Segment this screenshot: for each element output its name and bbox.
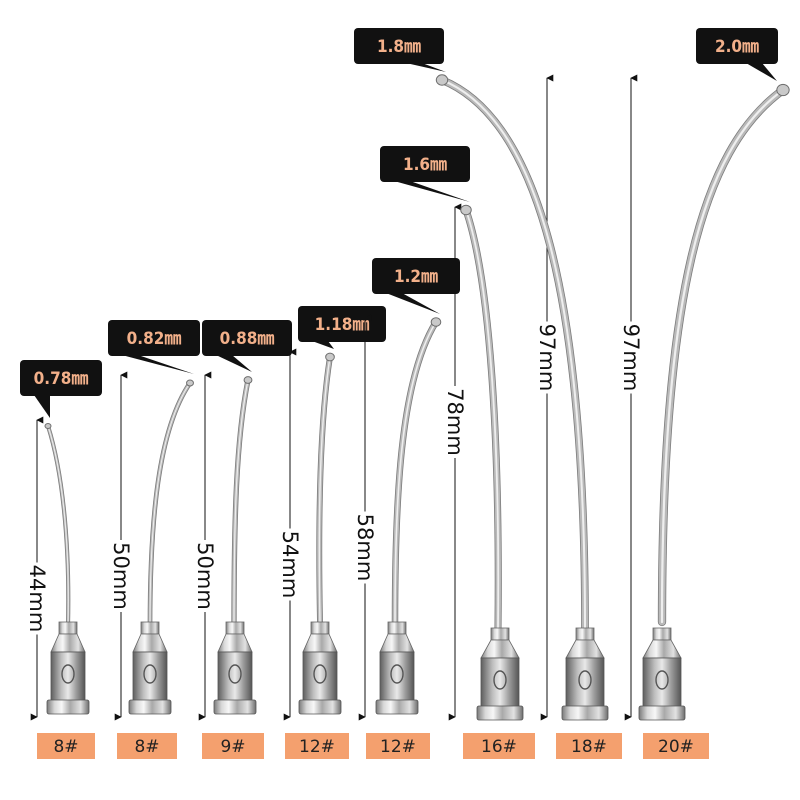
- length-label-bg: [535, 321, 559, 394]
- needle-shaft: [658, 86, 787, 626]
- gauge-label: 8#: [53, 737, 78, 757]
- needle-length-label: 50mm: [193, 542, 217, 610]
- length-label-bg: [193, 540, 217, 612]
- needle-ball-tip: [435, 74, 449, 86]
- tip-diameter-callout: 1.2㎜: [372, 258, 460, 314]
- gauge-label-bg: [643, 733, 709, 759]
- gauge-label: 12#: [299, 737, 335, 757]
- tip-diameter-callout: 2.0㎜: [696, 28, 778, 81]
- needle-1: 44mm 0.78㎜ 8#: [20, 360, 102, 759]
- hub-engraving: [578, 670, 592, 690]
- length-label-bg: [109, 540, 133, 612]
- needle-hub: [213, 621, 257, 715]
- tip-diameter-label: 1.8㎜: [377, 37, 421, 57]
- needle-3: 50mm 0.88㎜ 9#: [193, 320, 292, 759]
- needle-length-label: 44mm: [25, 565, 49, 633]
- tip-diameter-label: 0.78㎜: [34, 369, 89, 389]
- needle-hub: [561, 627, 609, 721]
- needle-hub: [298, 621, 342, 715]
- length-label-bg: [353, 511, 377, 584]
- tip-diameter-label: 2.0㎜: [715, 37, 759, 57]
- needle-2: 50mm 0.82㎜ 8#: [108, 320, 200, 759]
- needle-shaft-highlight: [318, 356, 331, 623]
- needle-hub: [638, 627, 686, 721]
- needle-ball-tip: [186, 379, 194, 387]
- length-label-bg: [25, 562, 49, 635]
- needle-7: 97mm 1.8㎜ 18#: [354, 28, 622, 759]
- needle-length-label: 58mm: [353, 514, 377, 582]
- needle-length-label: 50mm: [109, 542, 133, 610]
- gauge-label-bg: [117, 733, 177, 759]
- needle-8: 97mm 2.0㎜ 20#: [619, 28, 790, 759]
- tip-diameter-label: 0.82㎜: [127, 329, 182, 349]
- needle-6: 78mm 1.6㎜ 16#: [380, 146, 535, 759]
- hub-engraving: [390, 664, 404, 684]
- tip-diameter-label: 1.2㎜: [394, 267, 438, 287]
- needle-ball-tip: [460, 204, 472, 216]
- gauge-label: 16#: [481, 737, 517, 757]
- tip-diameter-callout: 1.18㎜: [298, 306, 386, 349]
- needle-length-label: 97mm: [535, 324, 559, 392]
- needle-hub: [128, 621, 172, 715]
- needle-hub: [46, 621, 90, 715]
- needle-shaft: [392, 319, 439, 625]
- needle-length-label: 97mm: [619, 324, 643, 392]
- hub-engraving: [493, 670, 507, 690]
- needle-shaft-highlight: [47, 425, 69, 627]
- tip-diameter-callout: 0.88㎜: [202, 320, 292, 372]
- length-label-bg: [619, 321, 643, 394]
- gauge-label: 20#: [658, 737, 694, 757]
- needle-ball-tip: [776, 83, 790, 97]
- gauge-label-bg: [366, 733, 430, 759]
- tip-diameter-label: 1.6㎜: [403, 155, 447, 175]
- tip-diameter-callout: 1.8㎜: [354, 28, 446, 72]
- hub-engraving: [313, 664, 327, 684]
- tip-diameter-callout: 1.6㎜: [380, 146, 470, 202]
- gauge-label-bg: [37, 733, 95, 759]
- length-label-bg: [443, 386, 467, 458]
- tip-diameter-callout: 0.78㎜: [20, 360, 102, 418]
- needle-length-label: 78mm: [443, 388, 467, 456]
- needle-ball-tip: [325, 352, 335, 362]
- hub-engraving: [655, 670, 669, 690]
- needle-shaft-highlight: [465, 209, 500, 629]
- needle-shaft: [463, 207, 501, 631]
- needle-ball-tip: [430, 317, 442, 327]
- gauge-label: 18#: [571, 737, 607, 757]
- gauge-label: 8#: [134, 737, 159, 757]
- gauge-label-bg: [202, 733, 264, 759]
- needle-shaft-highlight: [149, 382, 191, 627]
- hub-engraving: [228, 664, 242, 684]
- needle-hub: [375, 621, 419, 715]
- gauge-label-bg: [463, 733, 535, 759]
- needle-shaft-highlight: [233, 379, 249, 627]
- needle-shaft-highlight: [440, 78, 587, 630]
- needle-ball-tip: [243, 376, 253, 384]
- tip-diameter-callout: 0.82㎜: [108, 320, 200, 374]
- gauge-label: 9#: [220, 737, 245, 757]
- needle-hub: [476, 627, 524, 721]
- gauge-label-bg: [556, 733, 622, 759]
- needle-shaft-highlight: [660, 88, 785, 624]
- gauge-label: 12#: [380, 737, 416, 757]
- tip-diameter-label: 1.18㎜: [315, 315, 370, 335]
- needle-shaft-highlight: [394, 321, 437, 623]
- hub-engraving: [143, 664, 157, 684]
- tip-diameter-label: 0.88㎜: [220, 329, 275, 349]
- gauge-label-bg: [285, 733, 349, 759]
- length-label-bg: [278, 528, 302, 601]
- needle-length-label: 54mm: [278, 531, 302, 599]
- needle-5: 58mm 1.2㎜ 12#: [353, 258, 460, 759]
- hub-engraving: [61, 664, 75, 684]
- needle-ball-tip: [44, 423, 52, 429]
